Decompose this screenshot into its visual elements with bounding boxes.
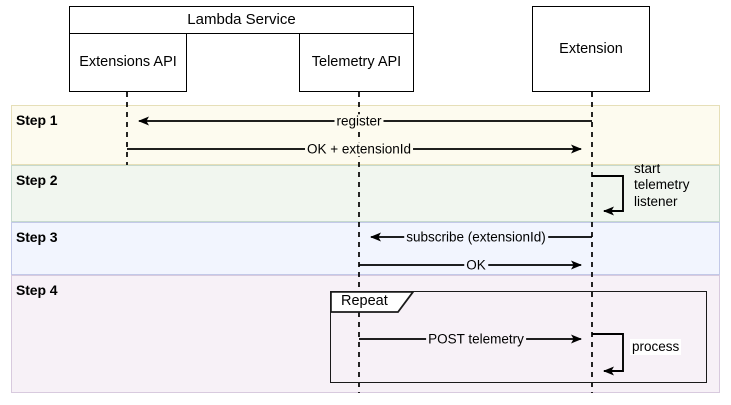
message-label-ok: OK bbox=[464, 257, 488, 273]
participant-label-extensions-api: Extensions API bbox=[79, 54, 177, 71]
message-label-post-telemetry: POST telemetry bbox=[426, 331, 526, 347]
message-label-ok-extension-id: OK + extensionId bbox=[305, 141, 413, 157]
participant-extensions-api: Extensions API bbox=[69, 33, 187, 92]
message-label-register: register bbox=[334, 113, 384, 129]
participant-label-telemetry-api: Telemetry API bbox=[311, 54, 402, 71]
fragment-repeat-tab bbox=[330, 291, 414, 313]
self-message-label-start-telemetry-listener: start telemetry listener bbox=[634, 161, 690, 210]
self-message-label-process: process bbox=[630, 339, 682, 356]
step-band-2 bbox=[11, 165, 720, 222]
self-message-line-3: listener bbox=[634, 193, 678, 209]
self-message-line-1: start bbox=[634, 161, 661, 176]
participant-lambda-service: Lambda Service bbox=[69, 6, 414, 34]
fragment-repeat-label: Repeat bbox=[341, 293, 388, 309]
step-label-2: Step 2 bbox=[16, 172, 58, 188]
participant-extension: Extension bbox=[532, 6, 650, 92]
step-label-4: Step 4 bbox=[16, 282, 58, 298]
participant-label-extension: Extension bbox=[559, 40, 623, 57]
step-label-3: Step 3 bbox=[16, 229, 58, 245]
participant-telemetry-api: Telemetry API bbox=[299, 33, 414, 92]
participant-label-lambda-service: Lambda Service bbox=[187, 10, 296, 28]
step-band-3 bbox=[11, 222, 720, 275]
message-label-subscribe: subscribe (extensionId) bbox=[404, 229, 548, 245]
self-message-line-process: process bbox=[632, 339, 680, 354]
fragment-repeat bbox=[330, 291, 707, 383]
self-message-line-2: telemetry bbox=[634, 177, 690, 193]
step-label-1: Step 1 bbox=[16, 112, 58, 128]
